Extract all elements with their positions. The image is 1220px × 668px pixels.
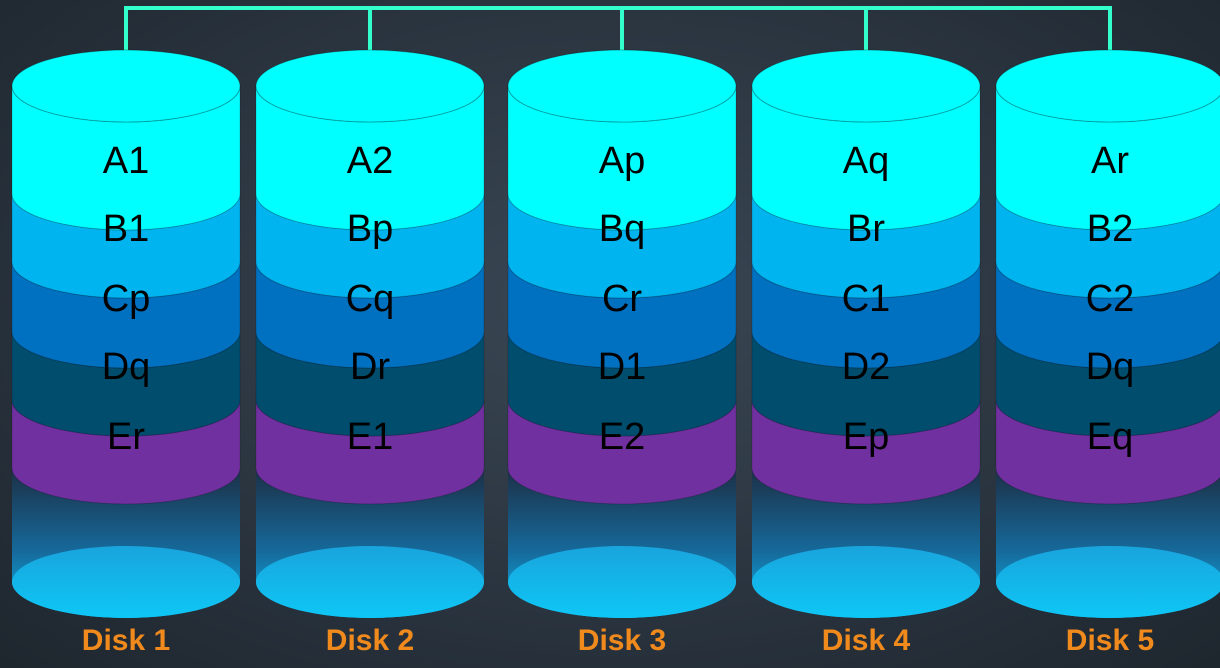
disk-name-label: Disk 2 (326, 624, 414, 657)
block-label-stripe-b: B2 (1087, 208, 1133, 250)
block-label-stripe-a: A1 (103, 140, 149, 182)
disk-name-label: Disk 5 (1066, 624, 1154, 657)
disk-top-cap (995, 49, 1220, 123)
block-label-stripe-e: E1 (347, 416, 393, 458)
disk-name-label: Disk 3 (578, 624, 666, 657)
block-label-stripe-d: Dq (1086, 346, 1135, 388)
block-label-stripe-c: Cp (102, 278, 151, 320)
block-label-stripe-e: E2 (599, 416, 645, 458)
block-label-stripe-e: Ep (843, 416, 889, 458)
block-label-stripe-c: C1 (842, 278, 891, 320)
disk-bottom-cap (256, 546, 484, 618)
block-label-stripe-c: Cr (602, 278, 642, 320)
disk-array: A1B1CpDqErA2BpCqDrE1ApBqCrD1E2AqBrC1D2Ep… (11, 49, 1220, 618)
block-label-stripe-a: Ap (599, 140, 645, 182)
block-label-stripe-d: Dq (102, 346, 151, 388)
block-label-stripe-c: Cq (346, 278, 395, 320)
block-label-stripe-a: A2 (347, 140, 393, 182)
disk-top-cap (11, 49, 241, 123)
block-label-stripe-b: Br (847, 208, 885, 250)
block-label-stripe-c: C2 (1086, 278, 1135, 320)
block-label-stripe-d: Dr (350, 346, 390, 388)
disk-bottom-cap (752, 546, 980, 618)
disk-bottom-cap (508, 546, 736, 618)
disk-top-cap (255, 49, 485, 123)
disk-top-cap (507, 49, 737, 123)
block-label-stripe-e: Er (107, 416, 145, 458)
disk-name-label: Disk 1 (82, 624, 170, 657)
block-label-stripe-a: Aq (843, 140, 889, 182)
block-label-stripe-a: Ar (1091, 140, 1129, 182)
disk-bottom-cap (996, 546, 1220, 618)
block-label-stripe-e: Eq (1087, 416, 1133, 458)
block-label-stripe-d: D1 (598, 346, 647, 388)
block-label-stripe-b: Bp (347, 208, 393, 250)
block-label-stripe-d: D2 (842, 346, 891, 388)
block-label-stripe-b: Bq (599, 208, 645, 250)
disk-top-cap (751, 49, 981, 123)
disk-name-label: Disk 4 (822, 624, 911, 657)
block-label-stripe-b: B1 (103, 208, 149, 250)
disk-labels: Disk 1 Disk 2 Disk 3 Disk 4 Disk 5 (82, 624, 1154, 657)
disk-bottom-cap (12, 546, 240, 618)
